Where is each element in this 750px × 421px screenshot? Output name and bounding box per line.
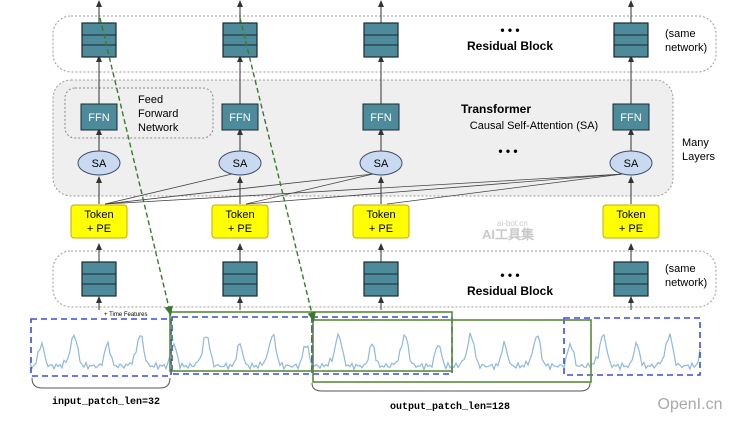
ffn-label: FFN: [229, 112, 250, 124]
output-patch-len-label: output_patch_len=128: [390, 401, 510, 413]
top-residual-block: [613, 22, 649, 58]
series-strip: [28, 316, 703, 378]
sa-label: SA: [92, 158, 107, 170]
many-layers-2: Layers: [682, 151, 716, 163]
bottom-residual-block: [363, 261, 399, 297]
column-4: FFN SA Token + PE: [602, 0, 660, 310]
attention-link: [104, 173, 374, 205]
sa-label: SA: [374, 158, 389, 170]
pe-label: + PE: [369, 223, 393, 235]
input-patch-box-4: [563, 317, 701, 376]
sa-node: SA: [77, 150, 121, 176]
ffn-box: FFN: [80, 103, 118, 131]
top-network-note-2: network): [665, 42, 707, 54]
input-patch-box-2: [171, 316, 313, 375]
sa-node: SA: [359, 150, 403, 176]
column-2: FFN SA Token + PE: [211, 0, 269, 310]
token-label: Token: [616, 209, 645, 221]
bottom-dots: • • •: [500, 268, 519, 282]
bottom-residual-band: [52, 250, 717, 308]
transformer-dots: • • •: [498, 144, 517, 158]
column-stack: FFN SA Token + PE FFN SA Token + PE FFN SA Token + …: [70, 0, 660, 310]
ffn-box: FFN: [221, 103, 259, 131]
attention-link: [386, 173, 624, 205]
bottom-residual-label: Residual Block: [467, 284, 553, 298]
attention-link: [104, 173, 233, 205]
ffn-note-box: [64, 87, 214, 139]
many-layers-1: Many: [682, 137, 709, 149]
sa-label: SA: [624, 158, 639, 170]
token-pe-box: Token + PE: [70, 204, 128, 239]
bottom-network-note-2: network): [665, 277, 707, 289]
pe-label: + PE: [619, 223, 643, 235]
pe-label: + PE: [87, 223, 111, 235]
output-brace: [311, 382, 591, 392]
attention-link: [104, 173, 624, 205]
top-residual-label: Residual Block: [467, 39, 553, 53]
ffn-label: FFN: [370, 112, 391, 124]
top-residual-block: [363, 22, 399, 58]
series-waveform: [29, 332, 701, 372]
token-pe-box: Token + PE: [352, 204, 410, 239]
attention-link: [245, 173, 624, 205]
ffn-box: FFN: [612, 103, 650, 131]
time-features-label: + Time Features: [104, 312, 148, 318]
token-pe-box: Token + PE: [602, 204, 660, 239]
watermark-site-small: ai-bot.cn: [497, 219, 528, 228]
watermark-corner: OpenI.cn: [658, 396, 723, 413]
top-dots: • • •: [500, 23, 519, 37]
transformer-subtitle: Causal Self-Attention (SA): [470, 120, 598, 132]
watermark-site-big: AI工具集: [482, 227, 535, 242]
top-residual-block: [81, 22, 117, 58]
sa-node: SA: [609, 150, 653, 176]
bottom-network-note-1: (same: [665, 263, 696, 275]
top-network-note-1: (same: [665, 28, 696, 40]
transformer-title: Transformer: [461, 102, 531, 116]
shift-arrow-2: [239, 17, 316, 323]
input-patch-len-label: input_patch_len=32: [52, 396, 160, 408]
output-patch-box-2: [312, 319, 592, 383]
input-patch-box-3: [311, 316, 453, 375]
bottom-residual-block: [222, 261, 258, 297]
ffn-label: FFN: [88, 112, 109, 124]
ffn-note-1: Feed: [138, 94, 163, 106]
attention-links: [104, 173, 624, 205]
ffn-note-2: Forward: [138, 108, 178, 120]
input-brace: [31, 377, 171, 389]
sa-label: SA: [233, 158, 248, 170]
token-label: Token: [366, 209, 395, 221]
column-3: FFN SA Token + PE: [352, 0, 410, 310]
token-label: Token: [84, 209, 113, 221]
pe-label: + PE: [228, 223, 252, 235]
ffn-label: FFN: [620, 112, 641, 124]
column-1: FFN SA Token + PE: [70, 0, 128, 310]
top-residual-band: [52, 15, 717, 73]
sa-node: SA: [218, 150, 262, 176]
bottom-residual-block: [81, 261, 117, 297]
bottom-residual-block: [613, 261, 649, 297]
series-line: [29, 332, 701, 372]
top-residual-block: [222, 22, 258, 58]
ffn-note-3: Network: [138, 122, 179, 134]
token-label: Token: [225, 209, 254, 221]
token-pe-box: Token + PE: [211, 204, 269, 239]
shift-arrow-1: [99, 17, 173, 317]
attention-link: [245, 173, 374, 205]
transformer-band: [52, 79, 674, 197]
input-patch-box: [30, 318, 172, 377]
ffn-box: FFN: [362, 103, 400, 131]
